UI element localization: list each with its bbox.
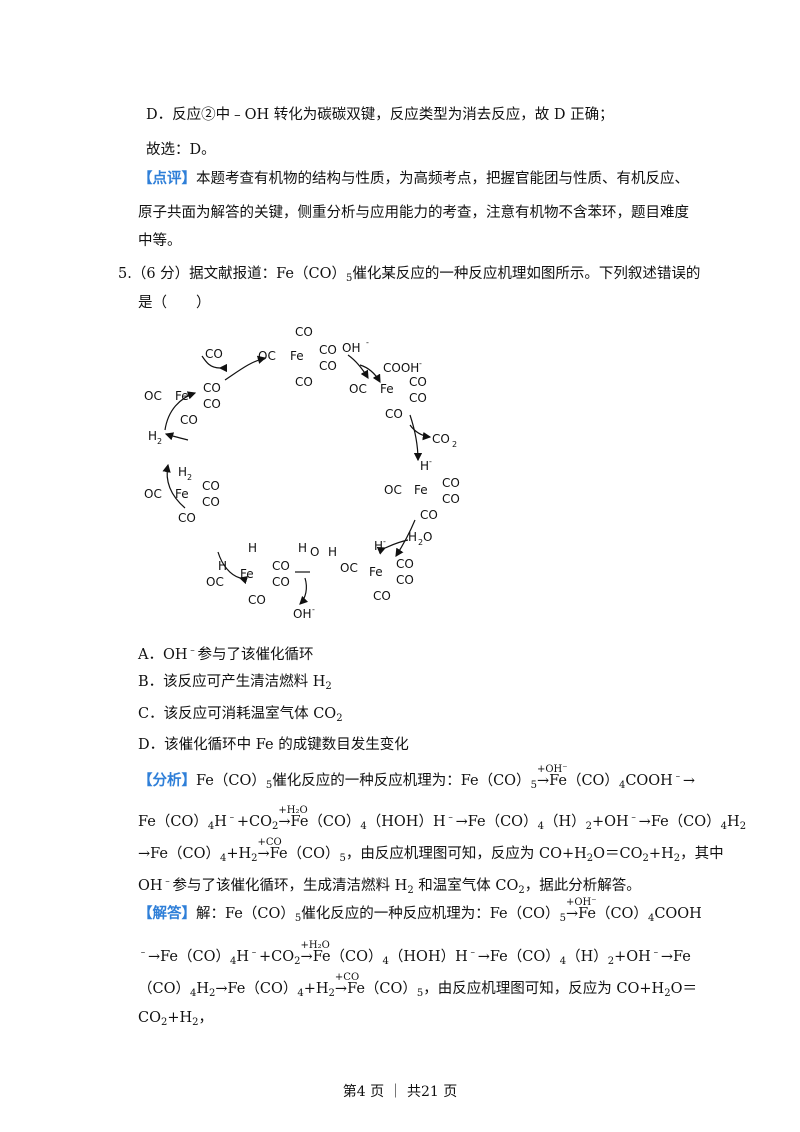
svg-text:-: -: [429, 457, 432, 466]
svg-text:H: H: [178, 465, 187, 479]
q5-sub: 5: [346, 273, 353, 284]
svg-text:-: -: [312, 605, 315, 614]
option-b-sub: 2: [325, 681, 332, 692]
svg-text:H: H: [248, 541, 257, 555]
svg-text:OC: OC: [384, 483, 402, 497]
svg-text:H: H: [328, 545, 337, 559]
svg-text:H: H: [148, 429, 157, 443]
svg-text:H: H: [298, 541, 307, 555]
svg-text:CO: CO: [295, 325, 313, 339]
option-b: B．该反应可产生清洁燃料 H2: [138, 672, 332, 697]
svg-text:OH: OH: [342, 341, 360, 355]
svg-text:CO: CO: [442, 492, 460, 506]
svg-text:CO: CO: [248, 593, 266, 607]
review-tag: 【点评】: [138, 170, 196, 187]
question-5-stem-2: 是（ ）: [138, 295, 211, 311]
svg-text:Fe: Fe: [290, 349, 304, 363]
svg-text:CO: CO: [272, 559, 290, 573]
svg-text:-: -: [383, 537, 386, 546]
review-line-2: 原子共面为解答的关键，侧重分析与应用能力的考查，注意有机物不含苯环，题目难度: [138, 205, 689, 221]
svg-text:CO: CO: [385, 407, 403, 421]
option-c: C．该反应可消耗温室气体 CO2: [138, 704, 343, 729]
solution-line-2: ﹣→Fe（CO）4H﹣+CO2+H₂O→Fe（CO）4（HOH）H﹣→Fe（CO…: [138, 940, 691, 967]
svg-text:OC: OC: [206, 575, 224, 589]
svg-text:CO: CO: [272, 575, 290, 589]
svg-text:Fe: Fe: [380, 382, 394, 396]
svg-text:O: O: [423, 530, 432, 544]
solution-tag: 【解答】: [138, 905, 196, 922]
svg-text:Fe: Fe: [369, 565, 383, 579]
svg-text:COOH: COOH: [383, 361, 419, 375]
svg-text:CO: CO: [295, 375, 313, 389]
svg-text:Fe: Fe: [414, 483, 428, 497]
svg-text:CO: CO: [442, 476, 460, 490]
svg-text:O: O: [310, 545, 319, 559]
svg-text:CO: CO: [205, 347, 223, 361]
analysis-tag: 【分析】: [138, 772, 196, 789]
option-d-previous: D．反应②中﹣OH 转化为碳碳双键，反应类型为消去反应，故 D 正确；: [146, 107, 614, 123]
review-line-1: 【点评】本题考查有机物的结构与性质，为高频考点，把握官能团与性质、有机反应、: [138, 169, 689, 189]
svg-text:OC: OC: [144, 389, 162, 403]
svg-text:H: H: [408, 530, 417, 544]
analysis-line-3: →Fe（CO）4+H2+CO→Fe（CO）5，由反应机理图可知，反应为 CO+H…: [138, 837, 724, 864]
svg-text:2: 2: [187, 473, 192, 482]
svg-text:CO: CO: [180, 413, 198, 427]
option-b-text: B．该反应可产生清洁燃料 H: [138, 674, 326, 690]
svg-text:H: H: [374, 539, 383, 553]
answer-previous: 故选：D。: [146, 142, 216, 158]
svg-text:OH: OH: [293, 607, 311, 621]
review-line-3: 中等。: [138, 233, 182, 249]
option-a-rest: 参与了该催化循环: [197, 647, 314, 663]
svg-text:CO: CO: [409, 375, 427, 389]
q5-rest: 催化某反应的一种反应机理如图所示。下列叙述错误的: [352, 266, 701, 282]
svg-text:CO: CO: [178, 511, 196, 525]
svg-text:H: H: [420, 459, 429, 473]
svg-text:CO: CO: [396, 573, 414, 587]
option-a: A．OH﹣参与了该催化循环: [138, 641, 314, 665]
svg-text:2: 2: [452, 440, 457, 449]
svg-text:H: H: [218, 559, 227, 573]
page-footer: 第4 页 ｜ 共21 页: [342, 1084, 458, 1100]
analysis-line-4: OH﹣参与了该催化循环，生成清洁燃料 H2 和温室气体 CO2，据此分析解答。: [138, 876, 641, 896]
svg-text:CO: CO: [409, 391, 427, 405]
svg-text:CO: CO: [373, 589, 391, 603]
svg-text:CO: CO: [203, 381, 221, 395]
svg-text:CO: CO: [202, 495, 220, 509]
question-5-stem: 5.（6 分）据文献报道：Fe（CO）5催化某反应的一种反应机理如图所示。下列叙…: [118, 264, 700, 289]
option-a-text: A．OH: [138, 647, 188, 663]
svg-text:CO: CO: [319, 343, 337, 357]
option-c-text: C．该反应可消耗温室气体 CO: [138, 706, 337, 722]
svg-text:Fe: Fe: [175, 487, 189, 501]
solution-line-4: CO2+H2，: [138, 1010, 214, 1028]
option-c-sub: 2: [336, 713, 343, 724]
reaction-mechanism-diagram: CO OC Fe CO CO CO CO OH- COOH- OC Fe CO …: [144, 325, 460, 621]
svg-text:OC: OC: [258, 349, 276, 363]
option-a-sup: ﹣: [187, 645, 198, 656]
analysis-line-2: Fe（CO）4H﹣+CO2+H₂O→Fe（CO）4（HOH）H﹣→Fe（CO）4…: [138, 805, 747, 832]
svg-text:-: -: [366, 338, 369, 347]
svg-text:Fe: Fe: [240, 567, 254, 581]
svg-text:CO: CO: [420, 508, 438, 522]
svg-text:OC: OC: [340, 561, 358, 575]
option-d: D．该催化循环中 Fe 的成键数目发生变化: [138, 737, 409, 753]
svg-text:CO: CO: [203, 397, 221, 411]
svg-text:2: 2: [157, 437, 162, 446]
svg-text:CO: CO: [202, 479, 220, 493]
svg-text:OC: OC: [144, 487, 162, 501]
svg-text:CO: CO: [432, 432, 450, 446]
review-text-1: 本题考查有机物的结构与性质，为高频考点，把握官能团与性质、有机反应、: [196, 171, 689, 187]
svg-text:Fe: Fe: [175, 389, 189, 403]
analysis-line-1: 【分析】Fe（CO）5催化反应的一种反应机理为：Fe（CO）5+OH⁻→Fe（C…: [138, 764, 695, 791]
solution-line-1: 【解答】解：Fe（CO）5催化反应的一种反应机理为：Fe（CO）5+OH⁻→Fe…: [138, 897, 702, 924]
svg-text:CO: CO: [396, 557, 414, 571]
svg-text:-: -: [419, 359, 422, 368]
svg-text:2: 2: [418, 538, 423, 547]
solution-line-3: （CO）4H2→Fe（CO）4+H2+CO→Fe（CO）5，由反应机理图可知，反…: [138, 972, 697, 999]
q5-num: 5.（6 分）据文献报道：Fe（CO）: [118, 266, 346, 282]
svg-text:OC: OC: [349, 382, 367, 396]
svg-text:CO: CO: [319, 359, 337, 373]
